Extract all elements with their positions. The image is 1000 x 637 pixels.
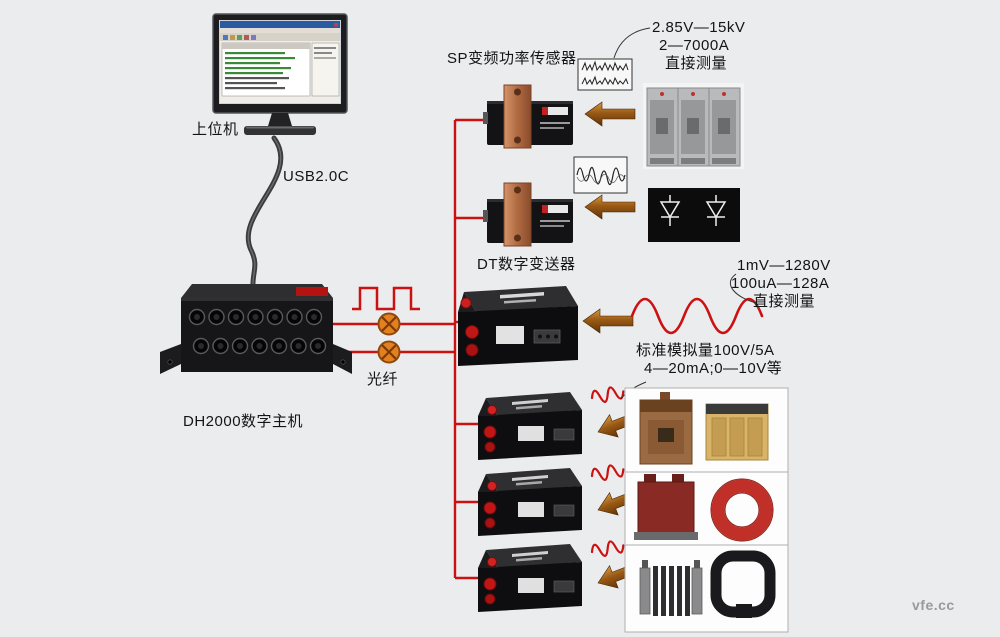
usb-label: USB2.0C <box>283 168 350 185</box>
monitor <box>212 13 348 135</box>
inverter-cabinet-image <box>643 83 744 169</box>
usb-cable-highlight <box>247 137 282 289</box>
instrument-images-grid <box>624 387 789 633</box>
dh2000-badge <box>296 287 328 296</box>
annotation-hv-direct-measure: 直接测量 <box>665 55 728 72</box>
sine-wave-icon <box>630 297 764 335</box>
dh2000-bnc-connectors <box>188 308 327 355</box>
diode-module-image <box>648 188 740 242</box>
dt-transmitter-4 <box>477 543 583 613</box>
flow-arrow-icon-1 <box>584 101 636 127</box>
fiber-label: 光纤 <box>367 371 399 388</box>
usb-cable <box>246 135 284 291</box>
monitor-stand <box>268 113 292 126</box>
shunt-image <box>639 560 703 616</box>
dt-transmitter-3 <box>477 467 583 537</box>
annotation-hv-range-volts: 2.85V—15kV <box>652 19 746 36</box>
annotation-lv-range-amps: 100uA—128A <box>731 275 830 292</box>
dh2000-device <box>160 284 352 374</box>
clamp-ct-image <box>710 550 776 618</box>
flow-arrow-icon-2 <box>584 194 636 220</box>
dt-transmitter-main <box>458 286 578 366</box>
dt-transmitter-2 <box>477 391 583 461</box>
signal-squiggle-icon-2 <box>589 461 626 484</box>
signal-squiggle-icon-3 <box>589 537 626 560</box>
sp-sensor-device-2 <box>482 182 574 247</box>
transformer-yellow-image <box>705 403 769 461</box>
pwm-waveform-icon <box>577 58 633 91</box>
annotation-analog-line2: 4—20mA;0—10V等 <box>644 360 783 377</box>
dt-transmitter-label: DT数字变送器 <box>477 256 576 273</box>
transformer-brown-image <box>639 392 693 465</box>
host-computer-label: 上位机 <box>192 121 239 138</box>
annotation-hv-range-amps: 2—7000A <box>659 37 730 54</box>
fiber-connector-icon-top <box>377 312 401 336</box>
signal-squiggle-icon-1 <box>589 383 626 406</box>
noisy-waveform-icon <box>573 156 628 194</box>
annotation-lv-range-volts: 1mV—1280V <box>737 257 831 274</box>
fiber-connector-icon-bottom <box>377 340 401 364</box>
square-wave-icon <box>352 286 420 311</box>
annotation-lv-direct-measure: 直接测量 <box>753 293 816 310</box>
annotation-analog-line1: 标准模拟量100V/5A <box>636 342 775 359</box>
flow-arrow-icon-3 <box>582 308 634 334</box>
potential-transformer-image <box>634 474 698 540</box>
sp-sensor-label: SP变频功率传感器 <box>447 50 577 67</box>
dh2000-label: DH2000数字主机 <box>183 413 304 430</box>
monitor-screen-app <box>220 21 340 103</box>
sp-sensor-device-1 <box>482 84 574 149</box>
current-transformer-ring-image <box>710 478 774 542</box>
watermark: vfe.cc <box>912 597 955 613</box>
